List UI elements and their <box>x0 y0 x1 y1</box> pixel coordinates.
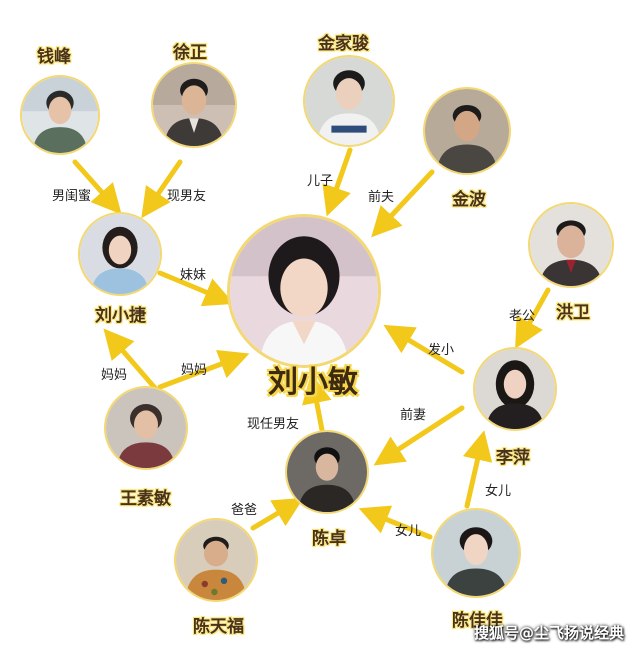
label-wang-to-jie: 妈妈 <box>101 368 128 383</box>
label-zhuo-to-min: 现任男友 <box>247 417 300 432</box>
label-wang-to-min: 妈妈 <box>181 363 208 378</box>
arrow-wang-to-min <box>157 349 250 390</box>
hong-wei-photo <box>530 204 612 286</box>
portrait-li-ping <box>473 347 557 431</box>
label-xu-to-jie: 现男友 <box>167 189 207 204</box>
arrow-qian-to-jie <box>72 159 122 215</box>
arrow-jinbo-to-min <box>371 169 435 238</box>
chen-tianfu-photo <box>176 520 256 600</box>
chen-zhuo-photo <box>287 432 367 512</box>
portrait-chen-tianfu <box>174 518 258 602</box>
name-chen-tianfu: 陈天福 <box>193 617 244 637</box>
wang-sumin-photo <box>106 388 186 468</box>
label-jie-to-min: 妹妹 <box>180 268 207 283</box>
liu-xiaomin-photo <box>230 217 378 365</box>
jin-jiajun-photo <box>305 57 393 145</box>
arrow-xu-to-jie <box>141 159 183 219</box>
watermark: 搜狐号@尘飞扬说经典 <box>473 624 624 642</box>
arrow-jia-to-zhuo <box>358 505 433 540</box>
name-xu-zheng: 徐正 <box>173 43 207 63</box>
portrait-wang-sumin <box>104 386 188 470</box>
name-jin-jiajun: 金家骏 <box>318 34 369 54</box>
xu-zheng-photo <box>153 64 235 146</box>
label-jiajun-to-min: 儿子 <box>307 174 334 189</box>
label-qian-to-jie: 男闺蜜 <box>52 189 92 204</box>
label-jia-to-zhuo: 女儿 <box>395 524 422 539</box>
portrait-hong-wei <box>528 202 614 288</box>
arrow-wang-to-jie <box>103 328 158 391</box>
label-tianfu-to-zhuo: 爸爸 <box>231 503 258 518</box>
portrait-liu-xiaomin <box>227 214 381 368</box>
portrait-xu-zheng <box>151 62 237 148</box>
label-li-to-min: 发小 <box>428 343 455 358</box>
arrow-tianfu-to-zhuo <box>250 497 304 531</box>
arrow-hong-to-li <box>515 287 551 349</box>
arrow-li-to-min <box>383 324 465 375</box>
name-qian-feng: 钱峰 <box>37 47 71 67</box>
jin-bo-photo <box>425 89 509 173</box>
arrow-jia-to-li <box>462 430 493 509</box>
label-hong-to-li: 老公 <box>509 309 536 324</box>
name-li-ping: 李萍 <box>496 448 530 468</box>
name-wang-sumin: 王素敏 <box>120 489 171 509</box>
name-hong-wei: 洪卫 <box>556 303 590 323</box>
name-chen-zhuo: 陈卓 <box>312 529 346 549</box>
liu-xiaojie-photo <box>80 214 160 294</box>
label-li-to-zhuo: 前妻 <box>400 408 427 423</box>
portrait-jin-jiajun <box>303 55 395 147</box>
label-jia-to-li: 女儿 <box>485 484 512 499</box>
arrow-li-to-zhuo <box>373 405 465 466</box>
portrait-jin-bo <box>423 87 511 175</box>
arrow-jiajun-to-min <box>322 147 353 217</box>
portrait-chen-zhuo <box>285 430 369 514</box>
portrait-liu-xiaojie <box>78 212 162 296</box>
chen-jia-photo <box>433 510 519 596</box>
arrow-zhuo-to-min <box>302 373 332 433</box>
name-chen-jia: 陈佳佳 <box>452 611 503 631</box>
portrait-qian-feng <box>20 75 100 155</box>
arrow-jie-to-min <box>157 270 235 307</box>
portrait-chen-jia <box>431 508 521 598</box>
name-liu-xiaojie: 刘小捷 <box>95 306 146 326</box>
name-liu-xiaomin: 刘小敏 <box>268 365 358 400</box>
name-jin-bo: 金波 <box>452 190 486 210</box>
li-ping-photo <box>475 349 555 429</box>
label-jinbo-to-min: 前夫 <box>368 190 395 205</box>
qian-feng-photo <box>22 77 98 153</box>
